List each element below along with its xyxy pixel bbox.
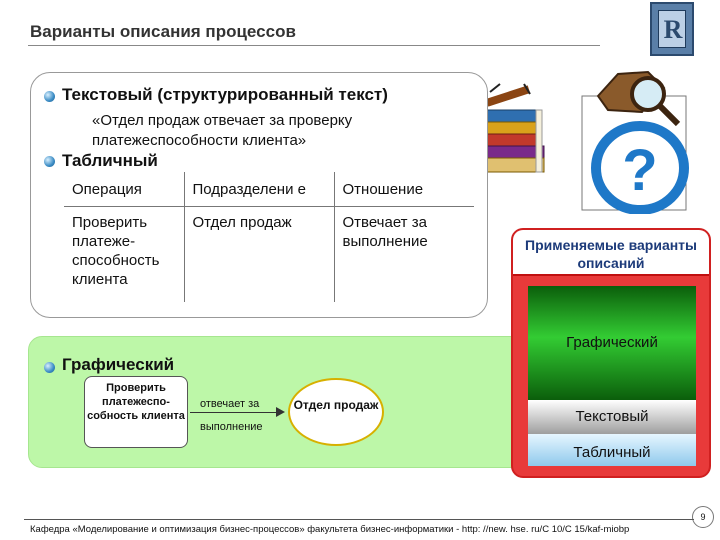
text-variant-heading: Текстовый (структурированный текст) <box>62 85 388 104</box>
bullet-icon <box>44 91 55 102</box>
column-header: Отношение <box>334 172 474 207</box>
svg-text:?: ? <box>622 138 657 203</box>
bullet-icon <box>44 156 55 167</box>
column-header: Подразделени е <box>184 172 335 207</box>
summary-card-header <box>513 230 709 276</box>
column-header: Операция <box>64 172 185 207</box>
process-box: Проверить платежеспо-собность клиента <box>84 376 188 448</box>
table-row: Проверить платеже-способность клиента От… <box>64 206 474 302</box>
graphic-level-label: Графический <box>566 334 658 351</box>
footer-text: Кафедра «Моделирование и оптимизация биз… <box>30 524 630 535</box>
arrow-label-top: отвечает за <box>200 398 260 410</box>
table-cell: Отвечает за выполнение <box>342 213 428 250</box>
table-header-row: Операция Подразделени е Отношение <box>64 172 474 207</box>
text-level-label: Текстовый <box>575 408 649 425</box>
table-level-bar <box>528 434 696 466</box>
arrow-head-icon <box>276 407 285 417</box>
title-divider <box>28 45 600 46</box>
text-variant-line-1: «Отдел продаж отвечает за проверку <box>92 112 353 129</box>
text-level-bar <box>528 400 696 434</box>
relation-arrow <box>190 412 278 413</box>
bullet-icon <box>44 362 55 373</box>
page-number: 9 <box>692 506 714 528</box>
university-logo-icon: R <box>650 2 694 56</box>
table-cell: Отдел продаж <box>184 206 335 302</box>
footer-divider <box>24 519 694 520</box>
graphic-level-bar <box>528 286 696 400</box>
table-cell: Проверить платеже-способность клиента <box>64 206 185 302</box>
unit-ellipse: Отдел продаж <box>288 378 384 446</box>
graphic-variant-heading: Графический <box>62 355 175 374</box>
process-table: Операция Подразделени е Отношение Провер… <box>64 172 474 302</box>
slide-title: Варианты описания процессов <box>30 22 296 41</box>
table-variant-heading: Табличный <box>62 151 158 170</box>
text-variant-line-2: платежеспособности клиента» <box>92 132 307 149</box>
magnifier-question-icon: ? <box>581 70 689 214</box>
table-level-label: Табличный <box>573 444 651 461</box>
summary-card-title: Применяемые варианты описаний <box>525 237 697 271</box>
arrow-label-bottom: выполнение <box>200 421 263 433</box>
logo-letter: R <box>663 15 683 44</box>
